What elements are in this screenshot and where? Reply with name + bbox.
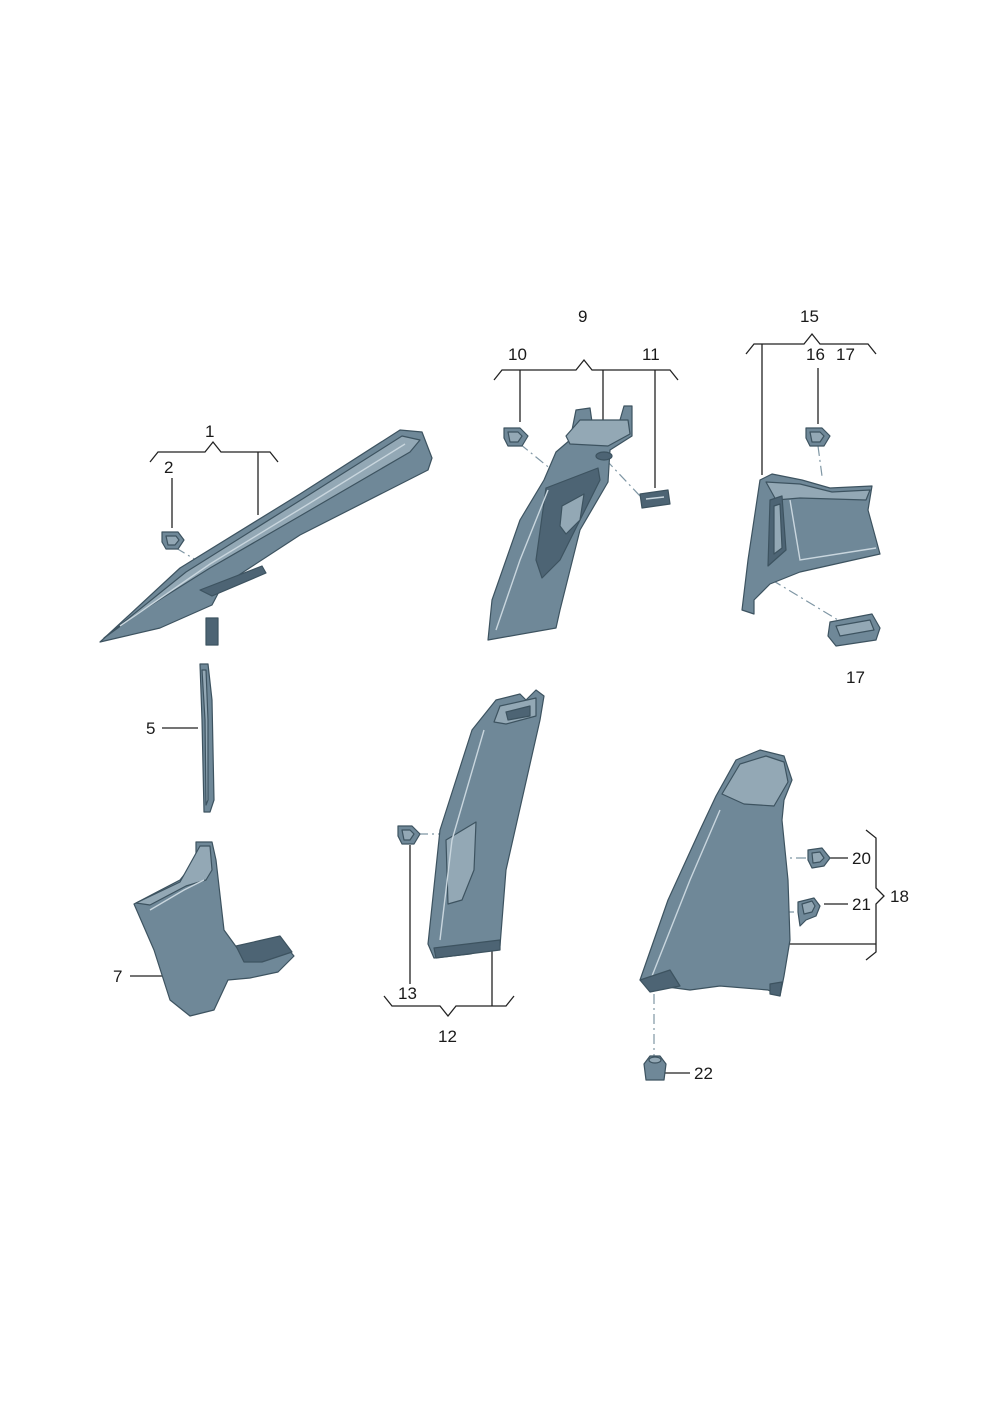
c-pillar-trim-icon (741, 473, 881, 615)
bracket-9 (493, 358, 679, 381)
clip-icon (797, 897, 821, 927)
clip-icon (805, 427, 831, 447)
clip-icon (807, 847, 831, 869)
bracket-15 (745, 332, 877, 355)
callout-17b: 17 (846, 668, 865, 687)
part-5: 5 (146, 663, 215, 813)
callout-18: 18 (890, 887, 909, 906)
callout-10: 10 (508, 345, 527, 364)
bracket-1 (149, 440, 279, 463)
lower-a-pillar-trim-icon (133, 841, 295, 1017)
c-pillar-lower-trim-icon (639, 749, 793, 997)
a-pillar-trim-icon (99, 429, 433, 646)
callout-9: 9 (578, 307, 587, 326)
b-pillar-lower-trim-icon (427, 689, 545, 959)
part-7: 7 (113, 841, 295, 1017)
callout-12: 12 (438, 1027, 457, 1046)
dash-2 (175, 547, 197, 561)
dash-10 (519, 443, 553, 471)
callout-11: 11 (642, 345, 660, 364)
callout-17a: 17 (836, 345, 855, 364)
callout-15: 15 (800, 307, 819, 326)
bracket-12 (383, 995, 515, 1018)
callout-20: 20 (852, 849, 871, 868)
seal-strip-icon (199, 663, 215, 813)
callout-2: 2 (164, 458, 173, 477)
vent-grille-icon (639, 489, 671, 509)
callout-5: 5 (146, 719, 155, 738)
part-group-12: 12 13 (383, 689, 545, 1046)
clip-icon (503, 427, 529, 447)
dash-11 (607, 461, 641, 497)
part-group-1: 1 2 (99, 422, 433, 646)
callout-7: 7 (113, 967, 122, 986)
dash-17 (771, 579, 839, 621)
bracket-clip-17-icon (827, 613, 881, 647)
callout-13: 13 (398, 984, 417, 1003)
part-group-15: 15 16 17 17 (741, 307, 881, 687)
part-group-9: 9 10 11 (487, 307, 679, 641)
nut-icon (643, 1055, 667, 1081)
dash-16 (817, 445, 823, 477)
callout-1: 1 (205, 422, 214, 441)
callout-22: 22 (694, 1064, 713, 1083)
clip-icon (161, 531, 185, 550)
bracket-18 (865, 829, 885, 961)
callout-16: 16 (806, 345, 825, 364)
part-group-18: 18 20 21 22 (639, 749, 909, 1083)
callout-21: 21 (852, 895, 871, 914)
clip-icon (397, 825, 421, 845)
b-pillar-trim-icon (487, 405, 633, 641)
